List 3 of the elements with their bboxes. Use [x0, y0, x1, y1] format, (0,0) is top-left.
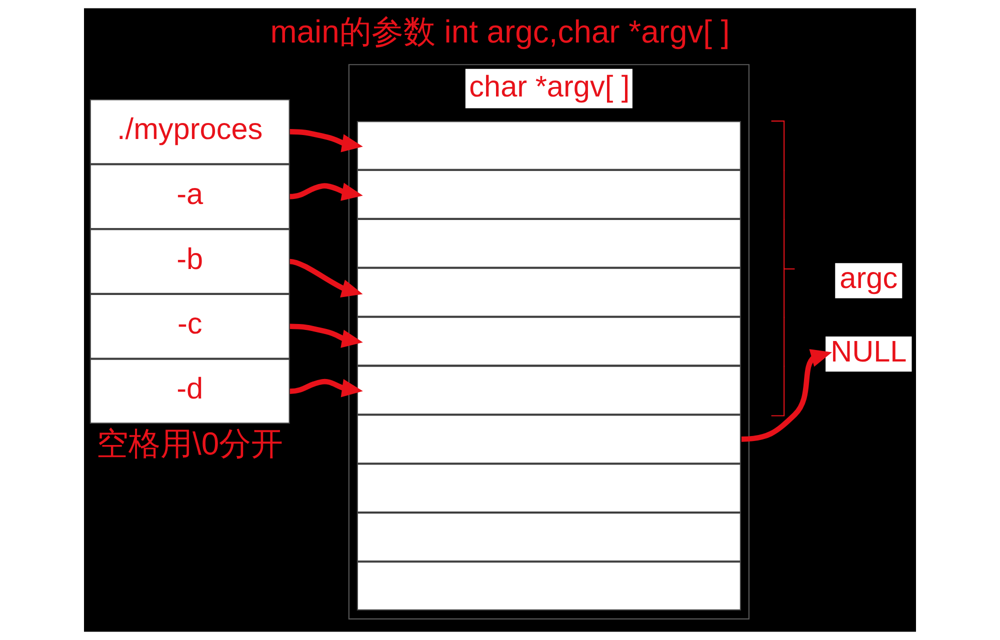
label: argc — [840, 262, 898, 295]
label: 空格用\0分开 — [96, 426, 284, 462]
diagram-title: main的参数 int argc,char *argv[ ] — [270, 13, 730, 50]
